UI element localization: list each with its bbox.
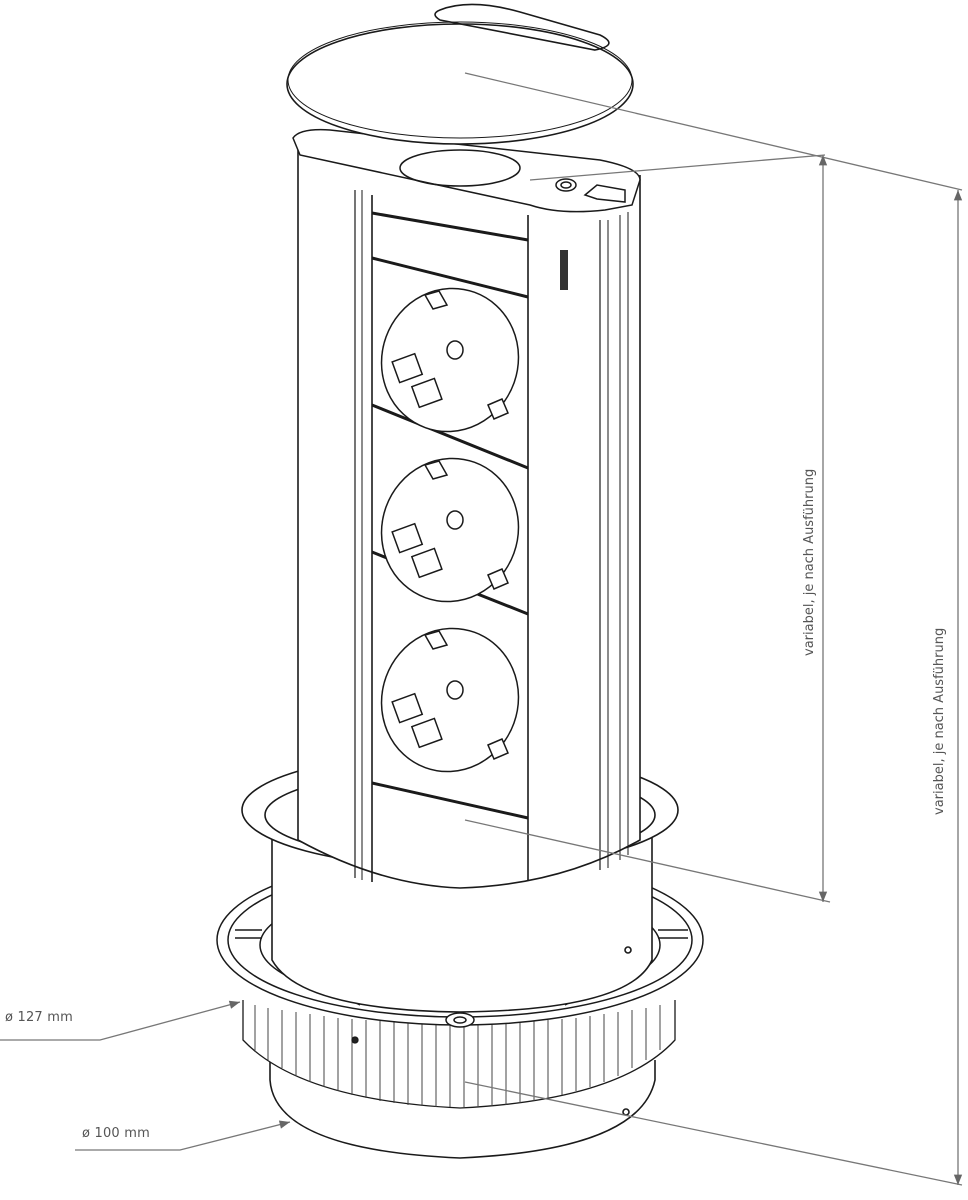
- socket-2: [380, 457, 520, 603]
- socket-1: [380, 287, 520, 433]
- ribbed-clamp-ring: [242, 1000, 676, 1109]
- socket-3: [380, 627, 520, 773]
- lid: [286, 3, 634, 145]
- top-housing: [292, 128, 641, 213]
- total-height-label: variabel, je nach Ausführung: [932, 627, 947, 815]
- outer-diameter-label: ø 127 mm: [5, 1010, 73, 1025]
- inner-diameter-label: ø 100 mm: [82, 1126, 150, 1141]
- dimension-lines: [0, 72, 963, 1186]
- inner-height-label: variabel, je nach Ausführung: [802, 468, 817, 656]
- brand-logo: [560, 250, 568, 290]
